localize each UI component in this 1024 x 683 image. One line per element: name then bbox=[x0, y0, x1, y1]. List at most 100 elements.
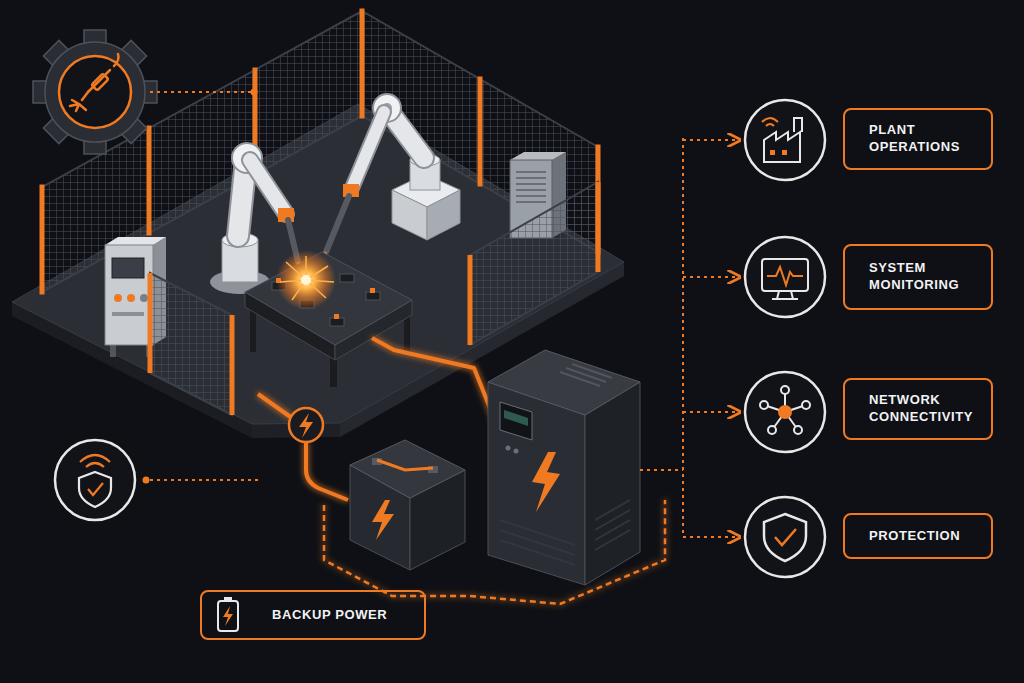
control-cabinet bbox=[140, 294, 148, 302]
welding-gear-icon bbox=[33, 30, 157, 154]
monitor-icon bbox=[762, 259, 808, 291]
control-cabinet bbox=[105, 245, 153, 345]
safety-fence bbox=[596, 182, 601, 272]
safety-fence bbox=[468, 255, 473, 345]
secure-wireless-icon bbox=[55, 440, 135, 520]
electrical-cabinet bbox=[516, 177, 546, 179]
ups-cabinet bbox=[585, 382, 640, 585]
weld-spark bbox=[276, 250, 336, 310]
battery-icon bbox=[223, 606, 233, 626]
battery-unit bbox=[372, 500, 394, 540]
network-icon bbox=[760, 401, 768, 409]
control-cabinet bbox=[110, 345, 116, 357]
safety-fence bbox=[150, 273, 232, 415]
label-box: PROTECTION bbox=[843, 513, 993, 559]
leader-line bbox=[143, 477, 150, 484]
welding-robot bbox=[352, 112, 384, 188]
control-cabinet bbox=[105, 237, 166, 245]
label-text: BACKUP POWER bbox=[272, 607, 418, 624]
battery-icon bbox=[218, 601, 238, 631]
battery-icon bbox=[218, 597, 238, 631]
icon-circle bbox=[745, 237, 825, 317]
electrical-cabinet bbox=[516, 172, 546, 202]
electrical-cabinet bbox=[516, 171, 546, 173]
signal-line bbox=[683, 139, 740, 141]
factory-icon bbox=[762, 118, 802, 162]
leader-line bbox=[150, 89, 258, 96]
safety-fence bbox=[42, 11, 362, 292]
ups-cabinet bbox=[560, 372, 600, 386]
ups-cabinet bbox=[560, 364, 612, 386]
shield-icon bbox=[764, 514, 806, 561]
welding-gear-icon bbox=[70, 54, 119, 111]
label-box: BACKUP POWER bbox=[200, 590, 426, 640]
icon-circle bbox=[745, 100, 825, 180]
welding-gear-icon bbox=[82, 92, 88, 100]
monitor-icon bbox=[767, 267, 803, 285]
monitor-icon bbox=[772, 291, 798, 299]
battery-icon bbox=[224, 597, 232, 601]
signal-line bbox=[683, 411, 740, 413]
secure-wireless-icon bbox=[80, 455, 110, 462]
leader-line bbox=[251, 89, 258, 96]
welding-table bbox=[334, 314, 339, 319]
leader-line bbox=[150, 91, 252, 93]
secure-wireless-icon bbox=[55, 440, 135, 520]
secure-wireless-icon bbox=[86, 463, 104, 467]
label-text: PROTECTION bbox=[869, 528, 985, 545]
label-box: SYSTEM MONITORING bbox=[843, 244, 993, 310]
label-text: SYSTEM MONITORING bbox=[869, 260, 985, 294]
label-text: NETWORK CONNECTIVITY bbox=[869, 392, 985, 426]
welding-robot bbox=[352, 112, 384, 188]
welding-table bbox=[370, 288, 375, 293]
ups-cabinet bbox=[532, 452, 560, 512]
network-icon bbox=[760, 386, 810, 434]
electrical-cabinet bbox=[510, 152, 566, 160]
safety-fence bbox=[360, 11, 365, 116]
ups-cabinet bbox=[488, 350, 640, 585]
shield-icon bbox=[775, 529, 796, 545]
factory-icon bbox=[762, 118, 778, 122]
ups-cabinet bbox=[566, 368, 606, 382]
ups-cabinet bbox=[500, 500, 630, 565]
battery-unit bbox=[350, 440, 465, 570]
power-cable bbox=[306, 442, 348, 500]
ups-cabinet bbox=[572, 364, 612, 378]
leader-line bbox=[143, 477, 259, 484]
welding-robot bbox=[250, 160, 286, 214]
welding-gear-icon bbox=[33, 30, 157, 154]
label-box: NETWORK CONNECTIVITY bbox=[843, 378, 993, 440]
signal-line bbox=[682, 138, 684, 537]
ups-cabinet bbox=[500, 402, 532, 440]
factory-icon bbox=[766, 124, 774, 126]
ups-cabinet bbox=[595, 500, 630, 520]
ups-cabinet bbox=[506, 446, 511, 451]
network-icon bbox=[778, 405, 792, 419]
safety-fence bbox=[470, 182, 598, 345]
control-cabinet bbox=[114, 294, 122, 302]
welding-table bbox=[330, 318, 344, 326]
ups-cabinet bbox=[504, 410, 528, 426]
welding-gear-icon bbox=[70, 100, 86, 111]
electrical-cabinet bbox=[516, 195, 546, 197]
label-box: PLANT OPERATIONS bbox=[843, 108, 993, 170]
welding-gear-icon bbox=[92, 74, 109, 91]
ups-cabinet bbox=[500, 530, 575, 555]
safety-fence bbox=[40, 187, 45, 292]
welding-gear-icon bbox=[45, 42, 145, 142]
leader-line bbox=[150, 479, 258, 481]
weld-spark bbox=[276, 250, 336, 310]
power-junction bbox=[289, 408, 323, 442]
battery-unit bbox=[350, 440, 465, 498]
network-icon bbox=[768, 426, 776, 434]
ups-cabinet bbox=[488, 382, 585, 585]
factory-icon bbox=[770, 150, 775, 155]
welding-gear-icon bbox=[88, 70, 110, 92]
power-cable bbox=[372, 338, 494, 418]
weld-spark bbox=[280, 256, 334, 300]
welding-robot bbox=[392, 190, 427, 240]
network-icon bbox=[802, 401, 810, 409]
label-text: PLANT OPERATIONS bbox=[869, 122, 985, 156]
